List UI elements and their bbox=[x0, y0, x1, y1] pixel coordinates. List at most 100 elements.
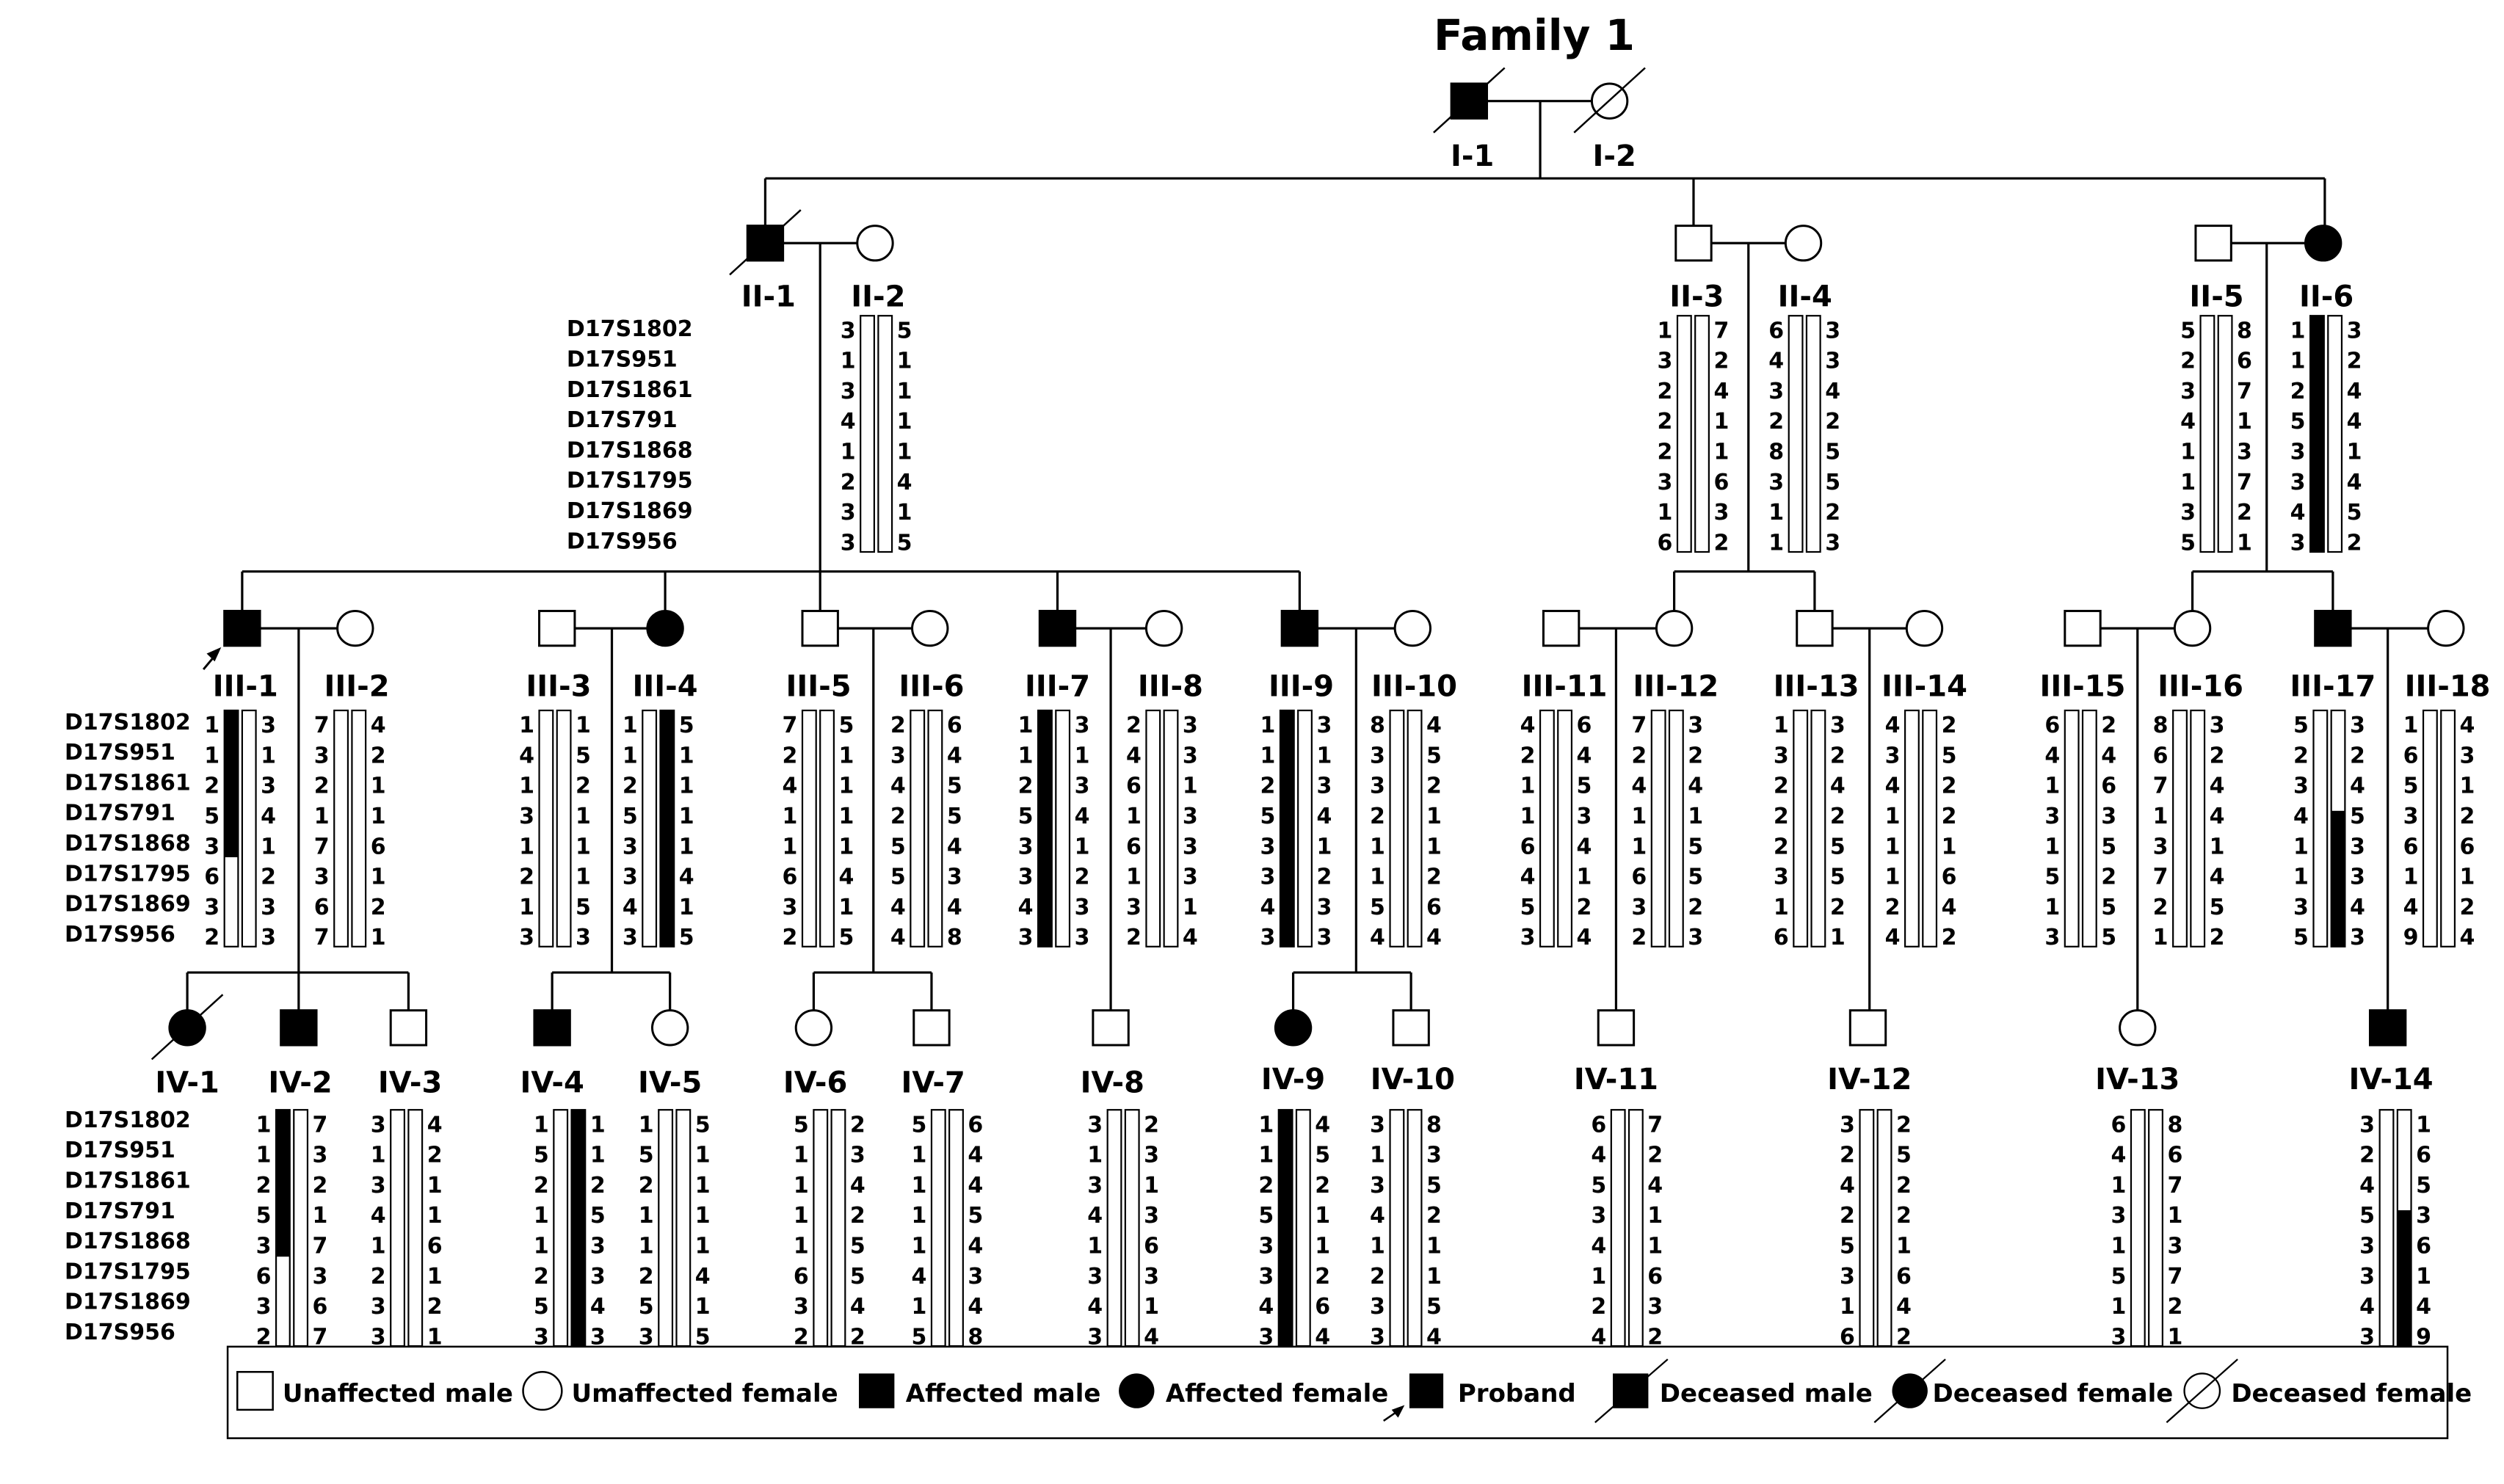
allele-value: 4 bbox=[2416, 1294, 2431, 1320]
allele-value: 3 bbox=[1075, 925, 1090, 950]
allele-value: 4 bbox=[1591, 1143, 1606, 1168]
allele-value: 3 bbox=[256, 1294, 272, 1320]
haplotype-bar bbox=[1106, 1109, 1122, 1347]
allele-value: 1 bbox=[1370, 1234, 1385, 1259]
allele-value: 3 bbox=[1316, 713, 1332, 738]
haplotype-bar bbox=[1055, 709, 1071, 947]
allele-value: 3 bbox=[1087, 1112, 1103, 1138]
allele-value: 1 bbox=[639, 1112, 654, 1138]
haplotype-bar bbox=[1627, 1109, 1644, 1347]
allele-value: 6 bbox=[314, 895, 330, 920]
legend-item-unaffected-female: Umaffected female bbox=[522, 1371, 838, 1411]
deceased-slash bbox=[2166, 1358, 2238, 1423]
allele-value: 4 bbox=[968, 1234, 983, 1259]
allele-value: 2 bbox=[427, 1143, 443, 1168]
allele-value: 3 bbox=[1087, 1324, 1103, 1350]
allele-value: 4 bbox=[2111, 1143, 2127, 1168]
haplotype-bar bbox=[1557, 709, 1573, 947]
allele-value: 5 bbox=[1942, 743, 1957, 768]
allele-value: 2 bbox=[261, 865, 276, 890]
haplotype-bar bbox=[2199, 315, 2216, 553]
allele-value: 3 bbox=[576, 925, 591, 950]
allele-value: 3 bbox=[314, 865, 330, 890]
allele-value: 1 bbox=[2167, 1324, 2182, 1350]
individual-iv-12: IV-12 bbox=[1827, 1009, 1912, 1096]
allele-value: 1 bbox=[2210, 834, 2225, 859]
allele-value: 1 bbox=[794, 1234, 809, 1259]
allele-value: 3 bbox=[261, 925, 276, 950]
individual-iv-7: IV-7 bbox=[901, 1009, 965, 1100]
allele-value: 2 bbox=[1840, 1203, 1855, 1229]
allele-value: 1 bbox=[2111, 1173, 2127, 1199]
allele-value: 4 bbox=[2359, 1173, 2375, 1199]
allele-value: 5 bbox=[890, 834, 906, 859]
deceased-slash bbox=[1573, 67, 1646, 134]
allele-value: 4 bbox=[1885, 774, 1901, 799]
allele-value: 5 bbox=[1315, 1143, 1330, 1168]
individual-id: IV-9 bbox=[1261, 1063, 1325, 1096]
allele-value: 3 bbox=[1075, 713, 1090, 738]
allele-value: 4 bbox=[1258, 1294, 1274, 1320]
unaffected-female-symbol bbox=[522, 1371, 563, 1411]
allele-value: 6 bbox=[1126, 774, 1142, 799]
individual-iii-13: III-13 bbox=[1774, 609, 1859, 704]
allele-value: 3 bbox=[261, 895, 276, 920]
individual-iii-9: III-9 bbox=[1269, 609, 1334, 704]
allele-value: 4 bbox=[1370, 1203, 1385, 1229]
allele-value: 2 bbox=[1315, 1264, 1330, 1290]
allele-value: 4 bbox=[1087, 1203, 1103, 1229]
allele-value: 1 bbox=[2290, 349, 2306, 374]
allele-value: 4 bbox=[947, 743, 962, 768]
allele-value: 3 bbox=[947, 865, 962, 890]
allele-value: 2 bbox=[2167, 1294, 2182, 1320]
allele-value: 7 bbox=[314, 713, 330, 738]
allele-value: 2 bbox=[1942, 774, 1957, 799]
allele-value: 1 bbox=[1885, 834, 1901, 859]
allele-value: 4 bbox=[1577, 834, 1592, 859]
allele-value: 4 bbox=[2460, 925, 2475, 950]
allele-value: 1 bbox=[204, 743, 219, 768]
allele-value: 3 bbox=[1825, 349, 1840, 374]
marker-label: D17S791 bbox=[65, 801, 175, 826]
individual-id: II-6 bbox=[2299, 280, 2354, 313]
allele-value: 4 bbox=[519, 743, 534, 768]
allele-value: 1 bbox=[1316, 834, 1332, 859]
haplotype-bar bbox=[1859, 1109, 1875, 1347]
allele-value: 1 bbox=[1520, 774, 1536, 799]
allele-value: 3 bbox=[2293, 774, 2309, 799]
allele-value: 2 bbox=[427, 1294, 443, 1320]
allele-value: 5 bbox=[911, 1112, 926, 1138]
individual-id: IV-3 bbox=[378, 1066, 442, 1100]
allele-value: 4 bbox=[890, 895, 906, 920]
allele-value: 1 bbox=[1370, 834, 1385, 859]
allele-value: 2 bbox=[1830, 743, 1846, 768]
deceased-slash bbox=[1594, 1358, 1669, 1423]
individual-iii-7: III-7 bbox=[1025, 609, 1090, 704]
allele-value: 3 bbox=[1087, 1264, 1103, 1290]
allele-value: 2 bbox=[590, 1173, 606, 1199]
allele-value: 1 bbox=[261, 834, 276, 859]
allele-value: 1 bbox=[911, 1173, 926, 1199]
allele-value: 6 bbox=[968, 1112, 983, 1138]
allele-value: 3 bbox=[2359, 1324, 2375, 1350]
allele-value: 4 bbox=[1631, 774, 1647, 799]
allele-value: 1 bbox=[695, 1173, 711, 1199]
allele-value: 2 bbox=[519, 865, 534, 890]
allele-value: 2 bbox=[204, 925, 219, 950]
allele-value: 6 bbox=[1896, 1264, 1912, 1290]
allele-value: 6 bbox=[2153, 743, 2169, 768]
allele-value: 3 bbox=[1840, 1264, 1855, 1290]
allele-value: 3 bbox=[204, 895, 219, 920]
individual-id: IV-7 bbox=[901, 1066, 965, 1100]
allele-value: 1 bbox=[838, 834, 854, 859]
allele-value: 1 bbox=[897, 440, 912, 465]
disease-haplotype-fill bbox=[224, 710, 239, 858]
haplotype-bar bbox=[1407, 709, 1423, 947]
allele-value: 1 bbox=[1126, 865, 1142, 890]
allele-value: 5 bbox=[1896, 1143, 1912, 1168]
allele-value: 7 bbox=[2153, 774, 2169, 799]
